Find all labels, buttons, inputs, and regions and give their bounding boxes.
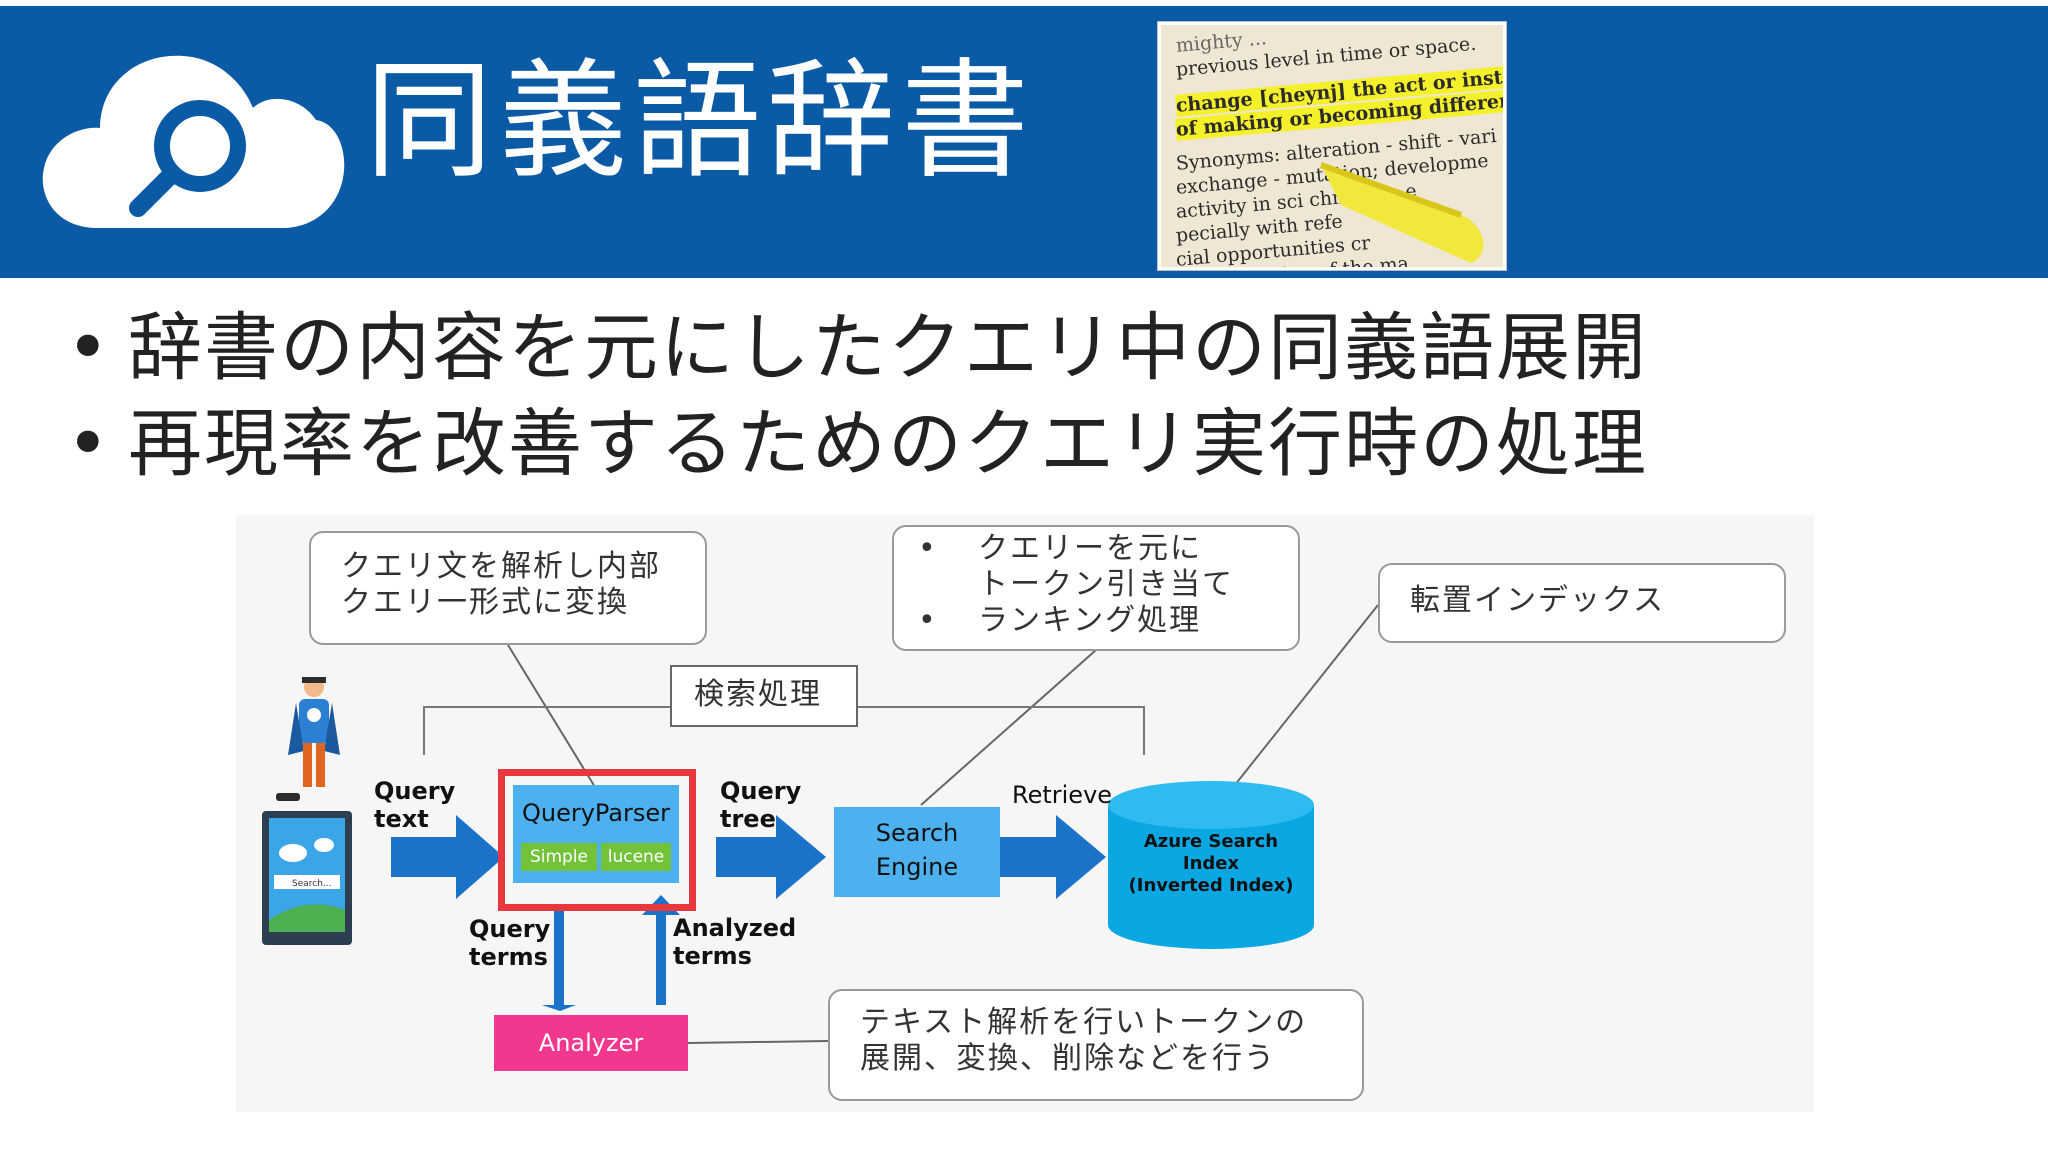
query-parser-callout: クエリ文を解析し内部 クエリ一形式に変換 xyxy=(309,531,707,645)
tablet-device-icon xyxy=(262,811,352,945)
query-terms-label: Query terms xyxy=(469,915,550,971)
label-line: Engine xyxy=(875,853,959,881)
callout-line: テキスト解析を行いトークンの xyxy=(860,1005,1308,1040)
query-parser-box: QueryParser Simple lucene xyxy=(513,785,679,883)
bullet-item: • 再現率を改善するためのクエリ実行時の処理 xyxy=(66,396,1648,492)
header-banner: 同義語辞書 mighty ... previous level in time … xyxy=(0,0,2048,278)
header-top-edge xyxy=(0,0,2048,6)
callout-line: クエリーを元に xyxy=(978,531,1202,566)
bullet-item: • 辞書の内容を元にしたクエリ中の同義語展開 xyxy=(66,300,1648,396)
label-line: Azure Search xyxy=(1143,831,1279,852)
callout-line: クエリ一形式に変換 xyxy=(341,585,629,620)
user-person-icon xyxy=(276,677,340,801)
callout-line: クエリ文を解析し内部 xyxy=(341,549,661,584)
arrow-retrieve xyxy=(1000,815,1106,899)
cloud-search-icon xyxy=(38,28,348,242)
search-engine-callout: • クエリーを元に トークン引き当て • ランキング処理 xyxy=(892,525,1300,651)
label-line: Query xyxy=(374,777,456,805)
query-parser-highlight-box xyxy=(498,769,696,911)
highlighter-marker-icon xyxy=(1319,162,1484,263)
analyzer-box: Analyzer xyxy=(494,1015,688,1071)
index-cylinder-top xyxy=(1108,781,1314,829)
inverted-index-callout: 転置インデックス xyxy=(1378,563,1786,643)
label-line: text xyxy=(374,805,429,833)
query-tree-label: Query tree xyxy=(720,777,801,833)
callout-leader-line xyxy=(920,649,1097,806)
query-parser-label: QueryParser xyxy=(521,799,671,827)
label-line: Index xyxy=(1182,853,1240,874)
search-processing-label: 検索処理 xyxy=(670,665,858,727)
analyzed-terms-label: Analyzed terms xyxy=(673,914,796,970)
bullet-list: • 辞書の内容を元にしたクエリ中の同義語展開 • 再現率を改善するためのクエリ実… xyxy=(66,300,1648,492)
label-line: tree xyxy=(720,805,776,833)
callout-line: 転置インデックス xyxy=(1410,583,1666,618)
analyzer-callout: テキスト解析を行いトークンの 展開、変換、削除などを行う xyxy=(828,989,1364,1101)
bullet-dot: • xyxy=(66,305,112,391)
label-line: Query xyxy=(469,915,551,943)
callout-leader-line xyxy=(687,1040,829,1044)
callout-bullet-dot: • xyxy=(918,603,938,638)
device-search-text: Search... xyxy=(292,879,332,889)
bullet-dot: • xyxy=(66,401,112,487)
page-title: 同義語辞書 xyxy=(365,47,1036,196)
arrow-analyzed-terms xyxy=(642,895,680,1005)
label-line: Analyzed xyxy=(673,914,797,942)
arrow-query-text xyxy=(391,815,504,899)
retrieve-label: Retrieve xyxy=(1012,781,1113,809)
arrow-query-tree xyxy=(716,815,826,899)
diagram-connectors: Search... xyxy=(262,604,1379,1044)
callout-line: 展開、変換、削除などを行う xyxy=(860,1041,1276,1076)
search-architecture-diagram: Search... クエリ文を解析し内部 クエリ一形式に変換 • クエリーを元に… xyxy=(236,515,1814,1112)
callout-bullet-dot: • xyxy=(918,531,938,566)
label-line: (Inverted Index) xyxy=(1128,875,1294,896)
query-text-label: Query text xyxy=(374,777,455,833)
callout-line: ランキング処理 xyxy=(978,603,1202,638)
label-line: Search xyxy=(875,819,959,847)
search-engine-box: Search Engine xyxy=(834,807,1000,897)
simple-mode-button: Simple xyxy=(521,843,597,871)
arrow-query-terms xyxy=(542,910,576,1010)
label-line: terms xyxy=(673,942,752,970)
azure-search-index-label: Azure Search Index (Inverted Index) xyxy=(1108,831,1314,897)
callout-line: トークン引き当て xyxy=(978,567,1234,602)
bullet-text: 辞書の内容を元にしたクエリ中の同義語展開 xyxy=(128,305,1648,391)
label-line: Query xyxy=(720,777,802,805)
dictionary-thumbnail-image: mighty ... previous level in time or spa… xyxy=(1158,22,1506,270)
callout-leader-line xyxy=(1210,604,1379,816)
bullet-text: 再現率を改善するためのクエリ実行時の処理 xyxy=(128,401,1648,487)
callout-line: 検索処理 xyxy=(694,677,822,712)
lucene-mode-button: lucene xyxy=(601,843,671,871)
label-line: terms xyxy=(469,943,548,971)
callout-leader-line xyxy=(507,644,607,806)
index-cylinder-body xyxy=(1108,805,1314,949)
